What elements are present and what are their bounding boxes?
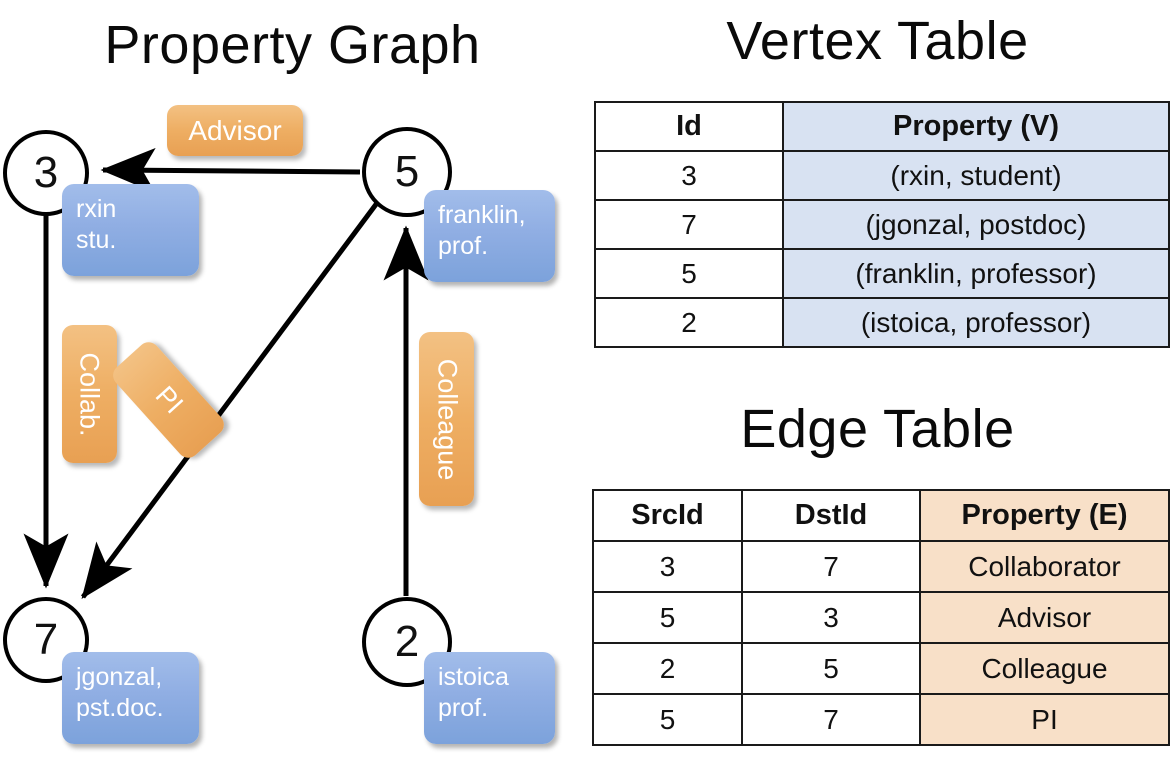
vertex-property-box-7-name: jgonzal, [76,663,163,691]
vertex-node-2[interactable]: 2 [362,597,452,687]
edge-label-collab: Collab. [62,325,117,463]
table-row[interactable]: 7 (jgonzal, postdoc) [594,199,1170,250]
edge-table-header-property: Property (E) [919,489,1170,542]
graph-edges-layer [23,147,429,600]
edge-table-header-row: SrcId DstId Property (E) [592,489,1170,542]
page-title-vertex-table: Vertex Table [726,11,1029,71]
table-row[interactable]: 5 (franklin, professor) [594,248,1170,299]
vertex-property-box-7: jgonzal, pst.doc. [62,652,199,744]
vertex-node-7-label: 7 [33,615,59,664]
edge-table-header-dstid: DstId [741,489,921,542]
vertex-table-cell-id: 7 [594,199,784,250]
vertex-table-cell-property: (jgonzal, postdoc) [782,199,1170,250]
table-row[interactable]: 5 7 PI [592,693,1170,746]
property-graph-diagram: 3 5 7 2 rxin stu. franklin, prof. jgonza… [3,105,555,744]
vertex-table-header-row: Id Property (V) [594,101,1170,152]
table-row[interactable]: 3 (rxin, student) [594,150,1170,201]
edge-label-advisor-text: Advisor [188,114,282,146]
edge-label-pi-text: PI [149,380,189,420]
edge-label-colleague-text: Colleague [432,358,462,480]
edge-table-cell-dstid: 7 [741,693,921,746]
vertex-property-box-2: istoica prof. [424,652,555,744]
vertex-property-box-5: franklin, prof. [424,190,555,282]
edge-table-cell-property: Colleague [919,642,1170,695]
vertex-table-header-property: Property (V) [782,101,1170,152]
edge-table-cell-property: PI [919,693,1170,746]
edge-label-collab-text: Collab. [75,351,106,437]
vertex-property-box-3-role: stu. [76,225,117,254]
edge-label-advisor: Advisor [167,105,303,156]
vertex-table-cell-property: (franklin, professor) [782,248,1170,299]
edge-table-header-srcid: SrcId [592,489,743,542]
table-row[interactable]: 5 3 Advisor [592,591,1170,644]
vertex-property-box-2-role: prof. [438,693,489,722]
edge-table-cell-srcid: 2 [592,642,743,695]
vertex-property-box-2-name: istoica [438,663,509,691]
edge-table-cell-property: Advisor [919,591,1170,644]
vertex-property-box-3-name: rxin [76,195,117,223]
vertex-table-cell-id: 3 [594,150,784,201]
table-row[interactable]: 3 7 Collaborator [592,540,1170,593]
edge-table-cell-srcid: 5 [592,591,743,644]
edge-table-cell-dstid: 3 [741,591,921,644]
vertex-node-3-label: 3 [33,148,59,197]
vertex-node-5[interactable]: 5 [362,127,452,217]
vertex-property-box-7-role: pst.doc. [76,693,164,722]
vertex-node-2-label: 2 [394,617,420,666]
vertex-table-cell-id: 2 [594,297,784,348]
page-title-edge-table: Edge Table [740,399,1015,459]
edge-table-cell-srcid: 3 [592,540,743,593]
table-row[interactable]: 2 (istoica, professor) [594,297,1170,348]
vertex-property-box-5-name: franklin, [438,201,526,229]
vertex-table-cell-id: 5 [594,248,784,299]
vertex-node-5-label: 5 [394,147,420,196]
vertex-table: Id Property (V) 3 (rxin, student) 7 (jgo… [594,101,1170,348]
edge-table-cell-property: Collaborator [919,540,1170,593]
vertex-table-cell-property: (rxin, student) [782,150,1170,201]
vertex-property-box-3: rxin stu. [62,184,199,276]
table-row[interactable]: 2 5 Colleague [592,642,1170,695]
edge-5-to-7-pi [80,201,380,600]
page-title-property-graph: Property Graph [104,15,481,75]
edge-label-colleague: Colleague [419,332,474,506]
edge-table-cell-dstid: 7 [741,540,921,593]
edge-table-cell-srcid: 5 [592,693,743,746]
edge-table-cell-dstid: 5 [741,642,921,695]
vertex-property-box-5-role: prof. [438,231,489,260]
edge-5-to-3-advisor [100,147,361,193]
edge-table: SrcId DstId Property (E) 3 7 Collaborato… [592,489,1170,746]
vertex-table-header-id: Id [594,101,784,152]
vertex-table-cell-property: (istoica, professor) [782,297,1170,348]
